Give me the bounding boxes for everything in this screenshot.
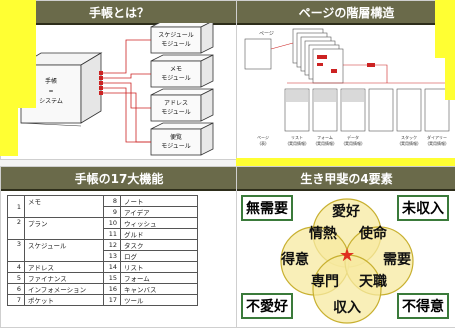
- corner-label-no-demand: 無需要: [241, 195, 293, 221]
- table-row: 7 ポケット 17 ツール: [7, 294, 198, 306]
- module-label: モジュール: [161, 143, 191, 150]
- top-page-label: ページ: [259, 31, 274, 37]
- column-label: ページ: [257, 134, 269, 140]
- panel-page-hierarchy: ページの階層構造 ページ: [236, 0, 455, 160]
- word-income: 収入: [333, 300, 361, 316]
- panel-title: 生き甲斐の4要素: [237, 167, 455, 191]
- item-label: フォーム: [120, 272, 198, 284]
- item-number: 1: [7, 195, 25, 218]
- item-label: インフォメーション: [24, 283, 104, 295]
- table-row: 1 メモ 8 ノート: [7, 195, 198, 218]
- item-label: キャンバス: [120, 283, 198, 295]
- main-label-line3: システム: [39, 98, 63, 105]
- item-label: アイデア: [120, 206, 198, 218]
- column-label: (表): [259, 140, 267, 146]
- corner-label-not-good-at: 不得意: [397, 293, 449, 319]
- word-vocation: 天職: [359, 274, 387, 290]
- item-number: 9: [103, 206, 121, 218]
- column-label: (実用情報): [315, 140, 335, 146]
- item-label: プラン: [24, 217, 104, 240]
- functions-table: 1 メモ 8 ノート 9 アイデア 2 プラン 10 ウィッシュ 11 グルド …: [7, 195, 198, 306]
- item-label: リスト: [120, 261, 198, 273]
- highlight-bar: [0, 108, 18, 156]
- item-number: 6: [7, 283, 25, 295]
- item-label: グルド: [120, 228, 198, 240]
- column-label: (実用情報): [399, 140, 419, 146]
- column-label: ダイアリー: [427, 134, 447, 140]
- word-mission: 使命: [359, 226, 387, 242]
- item-number: 14: [103, 261, 121, 273]
- item-number: 4: [7, 261, 25, 273]
- column-label: (実用情報): [427, 140, 447, 146]
- hierarchy-diagram: ページ: [244, 28, 450, 146]
- main-label-line1: 手帳: [45, 77, 57, 85]
- item-number: 10: [103, 217, 121, 229]
- item-number: 7: [7, 294, 25, 306]
- column-label: (実用情報): [287, 140, 307, 146]
- table-row: 3 スケジュール 12 タスク: [7, 239, 198, 262]
- module-label: メモ: [170, 66, 182, 73]
- column-label: スタック: [401, 134, 417, 140]
- item-label: ツール: [120, 294, 198, 306]
- word-passion: 情熱: [309, 226, 337, 242]
- item-number: 11: [103, 228, 121, 240]
- corner-label-dislike: 不愛好: [241, 293, 293, 319]
- panel-title: 手帳とは？: [1, 1, 237, 25]
- table-row: 6 インフォメーション 16 キャンバス: [7, 283, 198, 295]
- table-row: 4 アドレス 14 リスト: [7, 261, 198, 273]
- word-need: 需要: [383, 252, 411, 268]
- module-label: スケジュール: [158, 32, 194, 39]
- item-label: スケジュール: [24, 239, 104, 262]
- item-number: 13: [103, 250, 121, 262]
- table-row: 2 プラン 10 ウィッシュ: [7, 217, 198, 240]
- word-good-at: 得意: [281, 252, 309, 268]
- main-label-line2: =: [48, 88, 53, 95]
- item-number: 12: [103, 239, 121, 251]
- panel-17-functions: 手帳の17大機能 1 メモ 8 ノート 9 アイデア 2 プラン 10 ウィッシ…: [0, 166, 238, 328]
- module-label: 便覧: [170, 133, 182, 141]
- column-label: (実用情報): [343, 140, 363, 146]
- item-label: ノート: [120, 195, 198, 207]
- item-label: ファイナンス: [24, 272, 104, 284]
- system-diagram: 手帳 = システム スケジュール モジュール メモ モジュール アドレス モジュ…: [19, 23, 214, 156]
- item-label: アドレス: [24, 261, 104, 273]
- word-specialty: 専門: [311, 274, 339, 290]
- column-label: フォーム: [317, 135, 333, 140]
- module-label: モジュール: [161, 41, 191, 48]
- column-label: リスト: [291, 135, 303, 140]
- item-label: ポケット: [24, 294, 104, 306]
- item-number: 5: [7, 272, 25, 284]
- item-number: 8: [103, 195, 121, 207]
- column-label: データ: [347, 134, 359, 140]
- highlight-bar: [445, 58, 455, 100]
- highlight-bar: [435, 0, 455, 58]
- item-number: 16: [103, 283, 121, 295]
- panel-title: 手帳の17大機能: [1, 167, 237, 191]
- module-label: アドレス: [164, 100, 188, 107]
- item-number: 2: [7, 217, 25, 240]
- word-love: 愛好: [332, 204, 360, 220]
- item-label: ウィッシュ: [120, 217, 198, 229]
- ikigai-diagram: [280, 198, 414, 324]
- item-label: タスク: [120, 239, 198, 251]
- item-number: 3: [7, 239, 25, 262]
- item-label: メモ: [24, 195, 104, 218]
- module-label: モジュール: [161, 75, 191, 82]
- corner-label-no-income: 未収入: [397, 195, 449, 221]
- item-number: 17: [103, 294, 121, 306]
- highlight-bar: [0, 0, 36, 108]
- highlight-bar: [236, 158, 455, 166]
- item-number: 15: [103, 272, 121, 284]
- panel-title: ページの階層構造: [237, 1, 455, 25]
- star-icon: ★: [339, 245, 356, 266]
- table-row: 5 ファイナンス 15 フォーム: [7, 272, 198, 284]
- item-label: ログ: [120, 250, 198, 262]
- module-label: モジュール: [161, 109, 191, 116]
- panel-ikigai: 生き甲斐の4要素 無需要 未収入 不愛好 不得意 愛好 情熱 使命 得意 需要 …: [236, 166, 455, 328]
